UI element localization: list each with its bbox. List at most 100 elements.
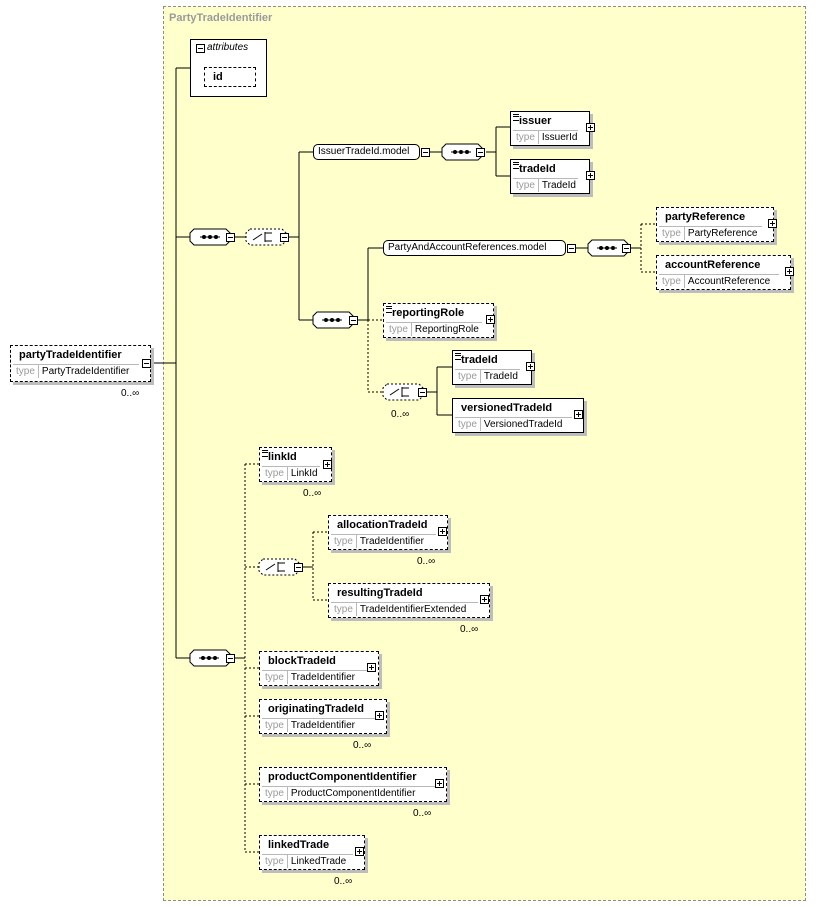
expand-toggle[interactable] (480, 595, 489, 604)
expand-toggle[interactable] (785, 267, 794, 276)
type-value: TradeIdentifier (290, 720, 356, 731)
collapse-toggle[interactable] (280, 233, 289, 242)
type-value: VersionedTradeId (483, 419, 563, 430)
type-value: PartyTradeIdentifier (41, 366, 130, 377)
expand-toggle[interactable] (367, 663, 376, 672)
type-value: TradeIdentifierExtended (359, 604, 467, 615)
type-key: type (513, 179, 539, 192)
type-key: type (455, 418, 481, 431)
collapse-toggle[interactable] (226, 654, 235, 663)
cardinality: 0..∞ (303, 488, 322, 499)
expand-toggle[interactable] (355, 847, 364, 856)
collapse-toggle[interactable] (294, 563, 303, 572)
type-value: PartyReference (687, 228, 758, 239)
expand-toggle[interactable] (768, 219, 777, 228)
element-name: blockTradeId (268, 655, 336, 667)
type-key: type (659, 227, 685, 240)
sequence-compositor (189, 649, 231, 667)
cardinality: 0..∞ (334, 876, 353, 887)
collapse-toggle[interactable] (418, 388, 427, 397)
annotation-icon (455, 353, 461, 360)
type-key: type (513, 131, 539, 144)
type-value: TradeIdentifier (359, 536, 425, 547)
expand-toggle[interactable] (486, 315, 495, 324)
element-name: tradeId (519, 163, 556, 175)
model-group-party[interactable]: PartyAndAccountReferences.model (383, 240, 566, 256)
collapse-toggle[interactable] (622, 244, 631, 253)
collapse-toggle[interactable] (226, 233, 235, 242)
sequence-compositor (189, 228, 231, 246)
model-group-issuer[interactable]: IssuerTradeId.model (313, 144, 420, 160)
type-key: type (331, 535, 357, 548)
expand-toggle[interactable] (526, 362, 535, 371)
type-value: ProductComponentIdentifier (290, 788, 416, 799)
sequence-compositor (587, 239, 629, 257)
expand-toggle[interactable] (586, 123, 595, 132)
type-value: TradeIdentifier (290, 672, 356, 683)
cardinality: 0..∞ (460, 624, 479, 635)
type-value: TradeId (541, 180, 576, 191)
element-name: partyTradeIdentifier (19, 349, 122, 361)
expand-toggle[interactable] (323, 460, 332, 469)
type-key: type (455, 370, 481, 383)
element-name: tradeId (461, 354, 498, 366)
type-value: LinkedTrade (290, 856, 347, 867)
expand-toggle[interactable] (586, 171, 595, 180)
cardinality: 0..∞ (353, 740, 372, 751)
element-name: allocationTradeId (337, 519, 428, 531)
element-name: accountReference (665, 259, 761, 271)
element-name: linkId (268, 451, 297, 463)
element-name: versionedTradeId (461, 402, 553, 414)
cardinality: 0..∞ (413, 808, 432, 819)
attribute-id[interactable]: id (204, 67, 256, 87)
collapse-toggle[interactable] (349, 316, 358, 325)
cardinality: 0..∞ (121, 388, 140, 399)
collapse-toggle[interactable] (567, 244, 576, 253)
type-value: LinkId (290, 468, 318, 479)
type-key: type (262, 787, 288, 800)
annotation-icon (386, 306, 392, 313)
annotation-icon (513, 114, 519, 121)
type-value: ReportingRole (414, 324, 479, 335)
expand-toggle[interactable] (375, 711, 384, 720)
group-title: PartyTradeIdentifier (169, 12, 273, 24)
collapse-toggle[interactable] (421, 148, 430, 157)
attributes-box: attributes id (190, 39, 267, 97)
model-name: PartyAndAccountReferences.model (388, 242, 547, 253)
choice-compositor (258, 558, 300, 576)
expand-toggle[interactable] (574, 410, 583, 419)
element-name: productComponentIdentifier (268, 771, 417, 783)
element-name: resultingTradeId (337, 587, 423, 599)
type-key: type (262, 855, 288, 868)
type-key: type (262, 671, 288, 684)
model-name: IssuerTradeId.model (318, 146, 410, 157)
collapse-toggle[interactable] (142, 359, 151, 368)
collapse-toggle[interactable] (196, 44, 205, 53)
cardinality: 0..∞ (391, 409, 410, 420)
type-value: IssuerId (541, 132, 578, 143)
sequence-compositor (441, 143, 483, 161)
expand-toggle[interactable] (438, 527, 447, 536)
type-value: TradeId (483, 371, 518, 382)
collapse-toggle[interactable] (476, 148, 485, 157)
cardinality: 0..∞ (417, 556, 436, 567)
expand-toggle[interactable] (435, 779, 444, 788)
